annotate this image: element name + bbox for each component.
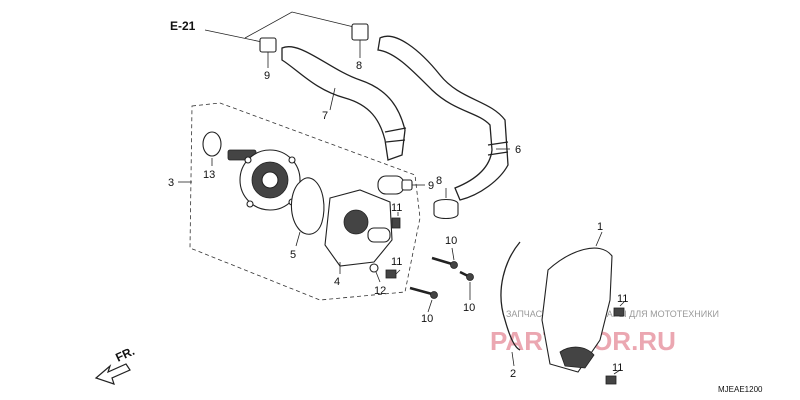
washer-12 [369, 263, 381, 283]
bolt-11-upper [391, 212, 401, 229]
callout-13: 13 [203, 169, 215, 181]
callout-7: 7 [322, 110, 328, 122]
gasket-5 [290, 177, 325, 247]
clamp-8-top [351, 23, 369, 58]
callout-9-mid: 9 [428, 180, 434, 192]
hose-7 [281, 46, 407, 161]
callout-5: 5 [290, 249, 296, 261]
reference-leader-9 [204, 29, 263, 43]
callout-6: 6 [515, 144, 521, 156]
callout-2: 2 [510, 368, 516, 380]
callout-8-top: 8 [356, 60, 362, 72]
callout-8-mid: 8 [436, 175, 442, 187]
clamp-8-mid [433, 188, 459, 220]
bolt-10-b [431, 256, 458, 269]
reference-label: E-21 [170, 19, 196, 33]
callout-10-c: 10 [463, 302, 475, 314]
callout-10-a: 10 [421, 313, 433, 325]
callout-11-lower: 11 [391, 256, 402, 268]
watermark-caption: ЗАПЧАСТИ И АКСЕССУАРЫ ДЛЯ МОТОТЕХНИКИ [506, 309, 719, 319]
callout-11-cover-upper: 11 [617, 293, 628, 305]
bolt-11-lower [385, 269, 401, 279]
callout-10-b: 10 [445, 235, 457, 247]
diagram-code: MJEAE1200 [718, 385, 763, 394]
hose-6 [377, 35, 509, 201]
water-pump-impeller [227, 149, 301, 211]
gasket-2 [500, 241, 521, 367]
callout-4: 4 [334, 276, 340, 288]
reference-leader-8 [244, 11, 359, 39]
o-ring-13 [202, 131, 222, 166]
cover-1 [541, 231, 613, 373]
callout-11-cover-lower: 11 [612, 362, 623, 374]
pump-cover-4 [324, 189, 393, 274]
clamp-9-top [259, 37, 277, 68]
clamp-9-mid [377, 175, 425, 195]
bolt-10-a [409, 286, 438, 299]
assembly-box-3 [189, 102, 421, 301]
callout-12: 12 [374, 285, 386, 297]
front-label: FR. [113, 344, 136, 365]
callout-1: 1 [597, 221, 603, 233]
callout-3: 3 [168, 177, 174, 189]
front-direction-arrow: FR. [94, 344, 137, 385]
bolt-11-cover-upper [613, 301, 625, 317]
bolt-10-c [459, 270, 474, 281]
bolt-11-cover-lower [605, 369, 621, 385]
callout-11-upper: 11 [391, 202, 402, 214]
callout-9-top: 9 [264, 70, 270, 82]
